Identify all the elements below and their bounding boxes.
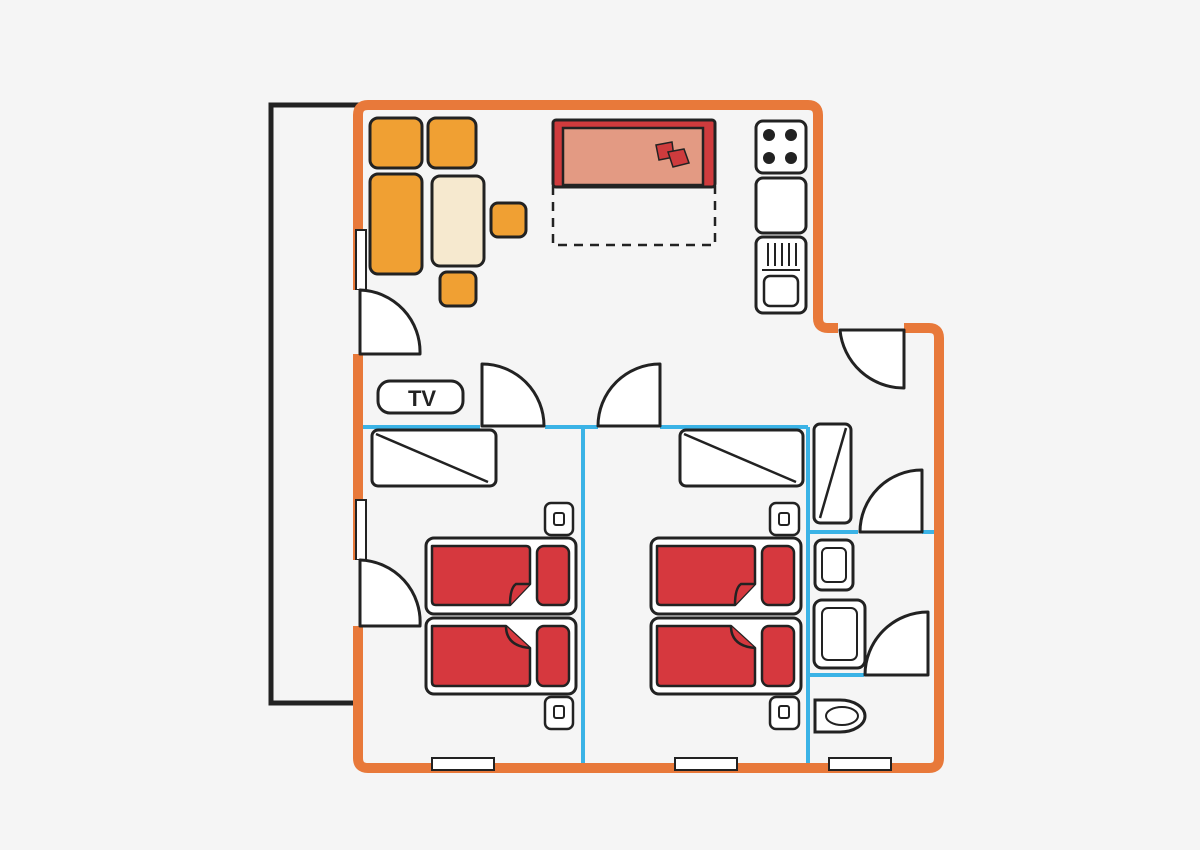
bedroom-left	[370, 428, 578, 731]
bed-right-upper[interactable]	[649, 536, 803, 616]
door-living-left-wall[interactable]	[358, 288, 422, 356]
hall-closet[interactable]	[812, 422, 853, 525]
kitchen	[754, 119, 808, 315]
wardrobe-left-diagonal	[375, 432, 489, 484]
window-left-lower	[355, 499, 367, 561]
cooktop-burners	[763, 129, 797, 164]
window-bottom-left	[431, 757, 495, 771]
bed-right-lower[interactable]	[649, 616, 803, 696]
cushion-icon	[655, 141, 690, 168]
tv-label: TV	[408, 386, 436, 411]
exterior-wall	[353, 100, 944, 773]
window-left-upper	[355, 229, 367, 291]
door-kitchen-corner[interactable]	[838, 328, 906, 390]
dining-area	[368, 116, 528, 308]
lamp-right-bottom	[778, 705, 790, 719]
sink-basin	[762, 274, 800, 308]
shower-inner	[821, 607, 858, 661]
lamp-left-top	[553, 512, 565, 526]
tv-frame	[376, 379, 465, 415]
cooktop-icon[interactable]	[754, 119, 808, 175]
wardrobe-right-diagonal	[683, 432, 797, 484]
door-bedroom-right[interactable]	[596, 362, 662, 428]
armchair-top-left[interactable]	[368, 116, 424, 170]
window-bottom-right	[828, 757, 892, 771]
washbasin-bowl	[821, 547, 847, 583]
tv-unit[interactable]: TV	[376, 379, 465, 415]
interior-walls	[362, 425, 936, 764]
window-bottom-mid	[674, 757, 738, 771]
lamp-right-top	[778, 512, 790, 526]
toilet-icon[interactable]	[813, 698, 867, 734]
bench-left[interactable]	[368, 172, 424, 276]
stool-right[interactable]	[489, 201, 528, 239]
stool-bottom[interactable]	[438, 270, 478, 308]
balcony-outline	[268, 102, 360, 706]
dining-table[interactable]	[430, 174, 486, 268]
door-shower[interactable]	[863, 610, 930, 677]
door-bathroom[interactable]	[858, 468, 924, 534]
kitchen-counter[interactable]	[754, 176, 808, 235]
door-balcony[interactable]	[358, 558, 422, 628]
lamp-left-bottom	[553, 705, 565, 719]
door-bedroom-left[interactable]	[480, 362, 546, 428]
bed-left-lower[interactable]	[424, 616, 578, 696]
sink-drainboard	[762, 243, 800, 271]
armchair-top-right[interactable]	[426, 116, 478, 170]
sofa[interactable]	[551, 118, 717, 247]
doors	[358, 288, 930, 677]
bathroom	[812, 538, 867, 734]
bed-left-upper[interactable]	[424, 536, 578, 616]
bedroom-right	[649, 428, 805, 731]
